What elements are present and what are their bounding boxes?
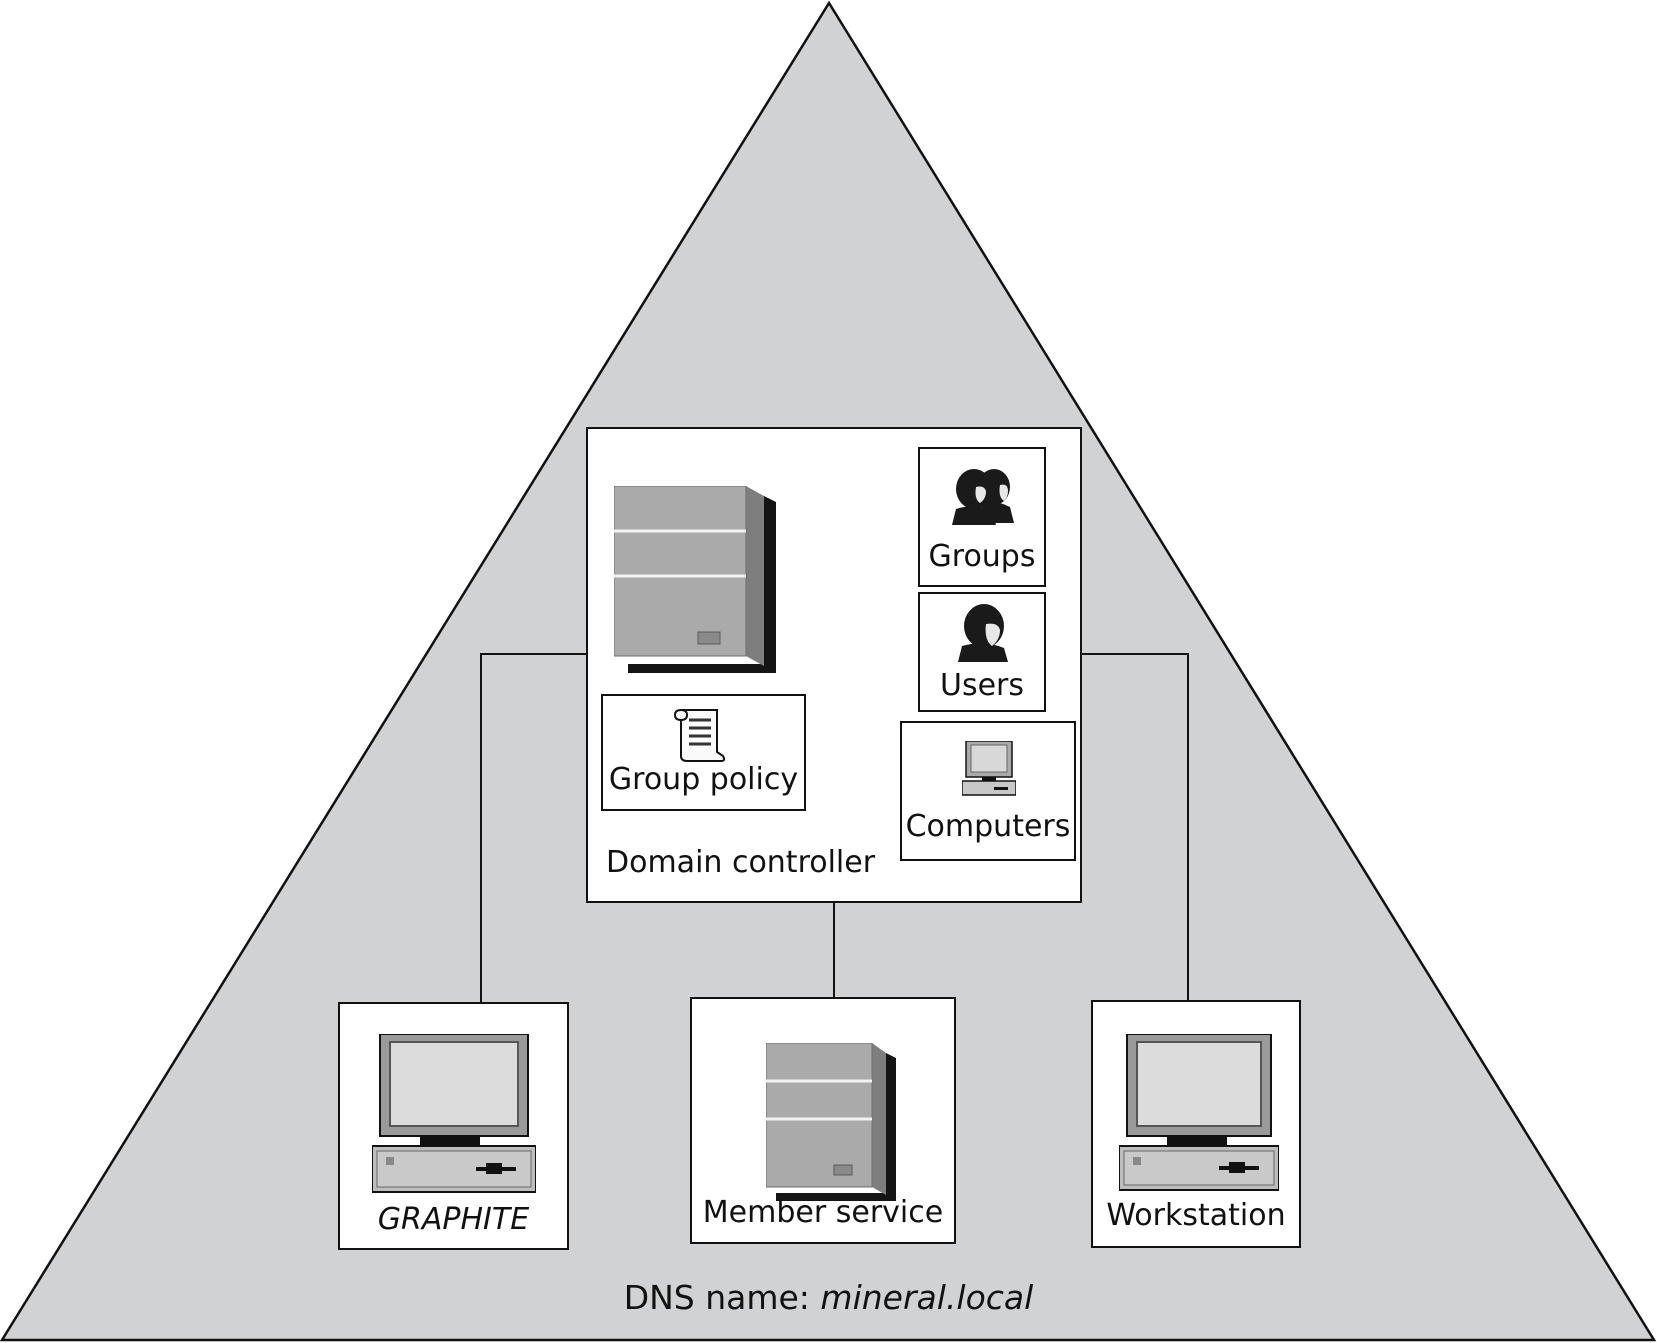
dns-name-caption: DNS name: mineral.local <box>0 1278 1657 1317</box>
users-box: Users <box>918 592 1046 712</box>
group-people-icon <box>952 469 1014 525</box>
users-label: Users <box>939 668 1024 703</box>
server-icon <box>766 1043 896 1201</box>
domain-controller-label: Domain controller <box>606 845 876 880</box>
scroll-icon <box>673 709 726 762</box>
workstation-label: Workstation <box>1106 1198 1286 1233</box>
user-icon <box>958 604 1008 662</box>
graphite-label: GRAPHITE <box>377 1202 530 1237</box>
computer-icon <box>962 741 1016 796</box>
groups-label: Groups <box>928 539 1036 574</box>
workstation-box: Workstation <box>1091 1000 1301 1248</box>
workstation-computer-icon <box>372 1034 536 1193</box>
workstation-computer-icon <box>1119 1034 1279 1191</box>
computers-box: Computers <box>900 721 1076 861</box>
domain-controller-box: Group policy Groups Users <box>586 427 1082 903</box>
dns-name-value: mineral.local <box>820 1278 1034 1317</box>
member-service-box: Member service <box>690 997 956 1244</box>
server-icon <box>614 486 776 673</box>
graphite-box: GRAPHITE <box>338 1002 569 1250</box>
group-policy-box: Group policy <box>601 694 806 811</box>
computers-label: Computers <box>905 809 1071 844</box>
groups-box: Groups <box>918 447 1046 587</box>
member-service-label: Member service <box>702 1195 944 1230</box>
group-policy-label: Group policy <box>608 762 799 797</box>
dns-name-prefix: DNS name: <box>623 1278 821 1317</box>
